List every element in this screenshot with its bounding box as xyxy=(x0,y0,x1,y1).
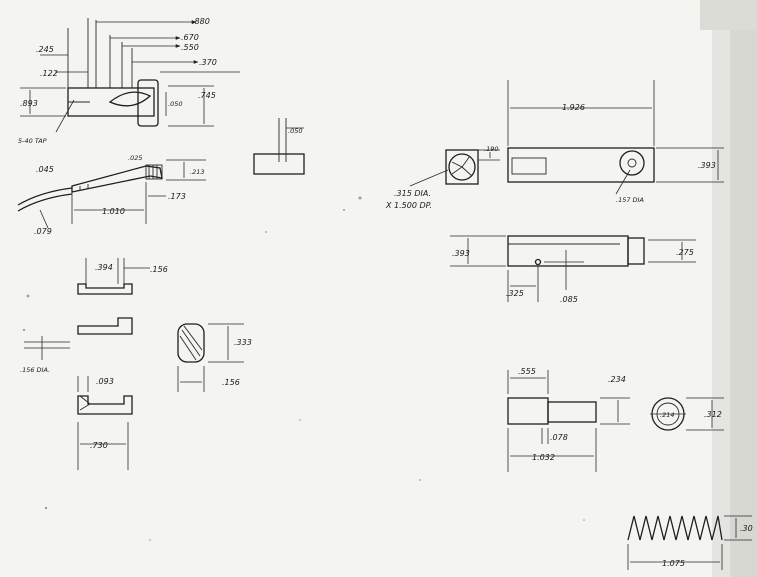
dim-label: .550 xyxy=(181,43,199,52)
dim-label: 1.926 xyxy=(562,103,585,112)
dim-label: .214 xyxy=(660,411,674,419)
scan-noise xyxy=(22,196,585,541)
dim-label: .745 xyxy=(198,91,216,100)
part-spring-arm xyxy=(17,159,206,229)
dim-label: .880 xyxy=(192,17,210,26)
part-spring xyxy=(627,515,752,570)
dim-label: .045 xyxy=(36,165,54,174)
part-bolt-side xyxy=(450,235,696,302)
dim-label: .025 xyxy=(128,154,142,162)
dim-label: .393 xyxy=(698,161,716,170)
dim-label: 1.032 xyxy=(532,453,555,462)
dim-label: .893 xyxy=(20,99,38,108)
dim-label: .312 xyxy=(704,410,722,419)
dim-label: .173 xyxy=(168,192,186,201)
dim-label: .156 xyxy=(150,265,168,274)
dim-label: .122 xyxy=(40,69,58,78)
dim-label: X 1.500 DP. xyxy=(385,201,432,210)
dim-label: .079 xyxy=(34,227,52,236)
part-top-left xyxy=(20,18,240,133)
dim-label: .245 xyxy=(36,45,54,54)
dim-label: .050 xyxy=(168,100,182,108)
dim-label: .156 xyxy=(222,378,240,387)
dim-label: 1.075 xyxy=(662,559,685,568)
dim-label: .370 xyxy=(199,58,217,67)
dim-label: .333 xyxy=(234,338,252,347)
dim-label: .315 DIA. xyxy=(394,189,431,198)
dim-label: .156 DIA. xyxy=(20,366,50,374)
dim-label: .050 xyxy=(288,127,302,135)
dim-label: .30 xyxy=(740,524,753,533)
dim-label: .157 DIA xyxy=(616,196,644,204)
dim-label: .394 xyxy=(95,263,113,272)
part-small-block xyxy=(253,118,305,175)
dim-label: .275 xyxy=(676,248,694,257)
tap-note: 5-40 TAP xyxy=(18,137,47,145)
dim-label: 1.010 xyxy=(102,207,125,216)
part-small-left xyxy=(24,258,244,470)
dim-label: .093 xyxy=(96,377,114,386)
part-pin xyxy=(507,370,724,472)
dim-label: .325 xyxy=(506,289,524,298)
dim-label: .078 xyxy=(550,433,568,442)
dim-label: .555 xyxy=(518,367,536,376)
dim-label: .393 xyxy=(452,249,470,258)
dim-label: .730 xyxy=(90,441,108,450)
dim-label: .190 xyxy=(484,145,498,153)
dim-label: .085 xyxy=(560,295,578,304)
dim-label: .213 xyxy=(190,168,204,176)
dim-label: .234 xyxy=(608,375,626,384)
dim-label: .670 xyxy=(181,33,199,42)
part-bolt-top xyxy=(409,80,724,195)
paper-shading xyxy=(700,0,757,577)
